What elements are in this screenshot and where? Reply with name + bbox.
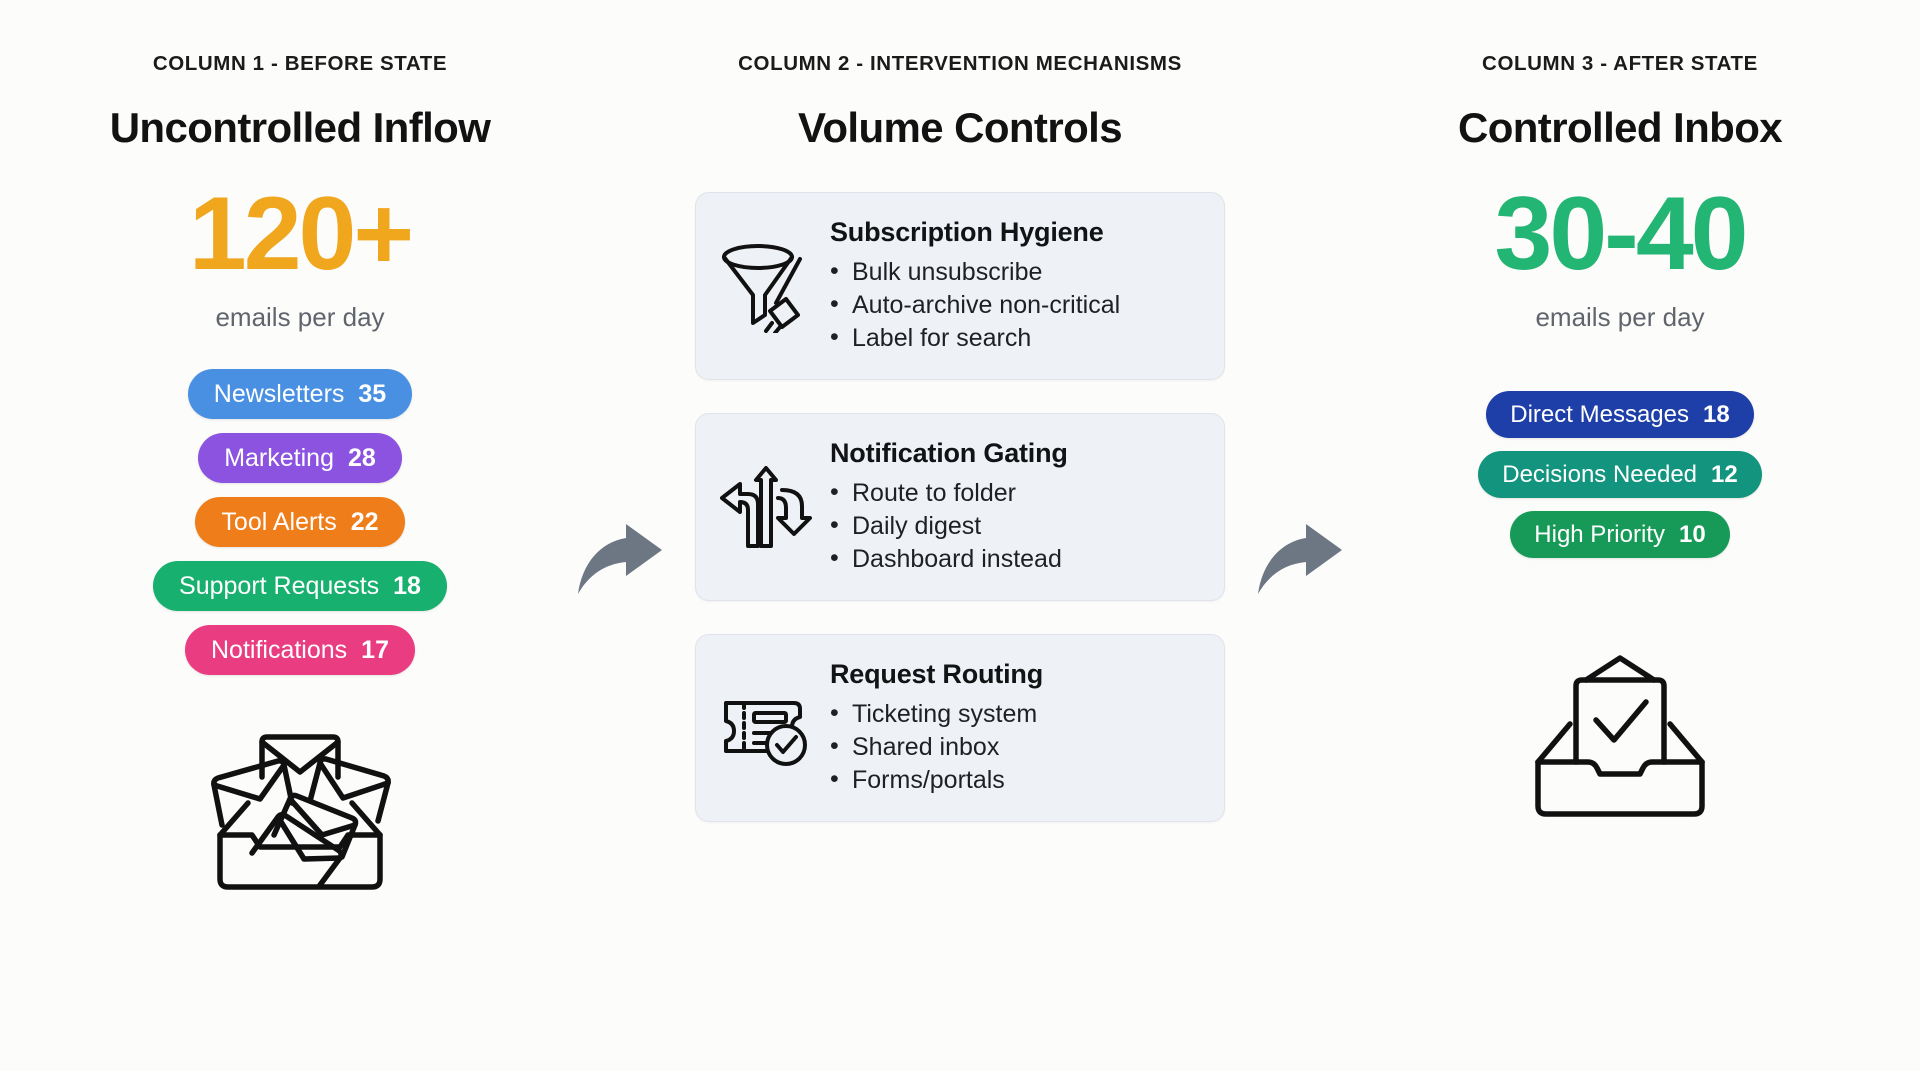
card-bullet: Shared inbox bbox=[830, 730, 1043, 764]
pill-high-priority[interactable]: High Priority 10 bbox=[1510, 511, 1730, 558]
card-bullet: Route to folder bbox=[830, 476, 1068, 510]
column-3-title: Controlled Inbox bbox=[1457, 104, 1783, 151]
pill-decisions-needed[interactable]: Decisions Needed 12 bbox=[1478, 451, 1762, 498]
funnel-broom-icon bbox=[718, 215, 814, 333]
card-bullet: Auto-archive non-critical bbox=[830, 288, 1120, 322]
card-notification-gating[interactable]: Notification Gating Route to folder Dail… bbox=[695, 413, 1225, 601]
card-request-routing[interactable]: Request Routing Ticketing system Shared … bbox=[695, 634, 1225, 822]
card-bullet-list: Ticketing system Shared inbox Forms/port… bbox=[830, 697, 1043, 797]
column-1-metric: 120+ bbox=[188, 176, 414, 292]
pill-support-requests[interactable]: Support Requests 18 bbox=[153, 561, 447, 611]
column-after-state: COLUMN 3 - AFTER STATE Controlled Inbox … bbox=[1360, 0, 1880, 819]
column-1-kicker: COLUMN 1 - BEFORE STATE bbox=[152, 52, 448, 75]
card-bullet: Ticketing system bbox=[830, 697, 1043, 731]
pill-notifications[interactable]: Notifications 17 bbox=[185, 625, 415, 675]
pill-direct-messages[interactable]: Direct Messages 18 bbox=[1486, 391, 1754, 438]
pill-count: 18 bbox=[393, 571, 421, 600]
pill-count: 17 bbox=[361, 635, 389, 664]
card-bullet: Forms/portals bbox=[830, 763, 1043, 797]
card-title: Notification Gating bbox=[830, 438, 1068, 468]
card-bullet: Label for search bbox=[830, 321, 1120, 355]
overflowing-inbox-icon bbox=[200, 717, 400, 892]
pill-count: 35 bbox=[358, 379, 387, 408]
pill-label: Direct Messages bbox=[1510, 400, 1689, 428]
ticket-check-icon bbox=[718, 657, 814, 775]
column-3-kicker: COLUMN 3 - AFTER STATE bbox=[1482, 52, 1758, 75]
column-3-metric: 30-40 bbox=[1494, 176, 1749, 292]
card-bullet: Daily digest bbox=[830, 509, 1068, 543]
pill-count: 18 bbox=[1703, 400, 1730, 428]
pill-count: 28 bbox=[347, 443, 376, 472]
before-pill-stack: Newsletters 35 Marketing 28 Tool Alerts … bbox=[153, 369, 447, 675]
card-body: Notification Gating Route to folder Dail… bbox=[830, 436, 1068, 576]
card-body: Subscription Hygiene Bulk unsubscribe Au… bbox=[830, 215, 1120, 355]
pill-label: Newsletters bbox=[213, 379, 345, 408]
pill-count: 10 bbox=[1678, 520, 1706, 548]
card-bullet: Dashboard instead bbox=[830, 542, 1068, 576]
pill-marketing[interactable]: Marketing 28 bbox=[198, 433, 402, 483]
three-way-arrows-icon bbox=[718, 436, 814, 554]
pill-label: Decisions Needed bbox=[1502, 460, 1698, 488]
card-title: Request Routing bbox=[830, 659, 1043, 689]
column-3-unit: emails per day bbox=[1535, 302, 1705, 332]
pill-label: Notifications bbox=[211, 635, 348, 664]
column-1-unit: emails per day bbox=[215, 302, 385, 332]
pill-label: Tool Alerts bbox=[221, 507, 337, 536]
pill-label: Marketing bbox=[224, 443, 334, 472]
card-bullet-list: Route to folder Daily digest Dashboard i… bbox=[830, 476, 1068, 576]
pill-count: 22 bbox=[350, 507, 379, 536]
after-pill-stack: Direct Messages 18 Decisions Needed 12 H… bbox=[1478, 391, 1762, 558]
flow-arrow-1-slot bbox=[560, 0, 680, 598]
card-body: Request Routing Ticketing system Shared … bbox=[830, 657, 1043, 797]
pill-label: Support Requests bbox=[179, 571, 380, 600]
column-before-state: COLUMN 1 - BEFORE STATE Uncontrolled Inf… bbox=[40, 0, 560, 892]
card-bullet: Bulk unsubscribe bbox=[830, 255, 1120, 289]
card-title: Subscription Hygiene bbox=[830, 217, 1104, 247]
column-1-title: Uncontrolled Inflow bbox=[109, 104, 491, 151]
flow-arrow-2-icon bbox=[1254, 520, 1346, 598]
flow-arrow-1-icon bbox=[574, 520, 666, 598]
column-2-kicker: COLUMN 2 - INTERVENTION MECHANISMS bbox=[738, 52, 1182, 75]
pill-tool-alerts[interactable]: Tool Alerts 22 bbox=[195, 497, 405, 547]
column-intervention-mechanisms: COLUMN 2 - INTERVENTION MECHANISMS Volum… bbox=[680, 0, 1240, 822]
clean-inbox-check-icon bbox=[1530, 654, 1710, 819]
column-2-title: Volume Controls bbox=[798, 104, 1123, 151]
flow-arrow-2-slot bbox=[1240, 0, 1360, 598]
pill-count: 12 bbox=[1711, 460, 1738, 488]
card-bullet-list: Bulk unsubscribe Auto-archive non-critic… bbox=[830, 255, 1120, 355]
pill-newsletters[interactable]: Newsletters 35 bbox=[187, 369, 413, 419]
mechanism-card-list: Subscription Hygiene Bulk unsubscribe Au… bbox=[680, 192, 1240, 822]
pill-label: High Priority bbox=[1534, 520, 1665, 548]
card-subscription-hygiene[interactable]: Subscription Hygiene Bulk unsubscribe Au… bbox=[695, 192, 1225, 380]
